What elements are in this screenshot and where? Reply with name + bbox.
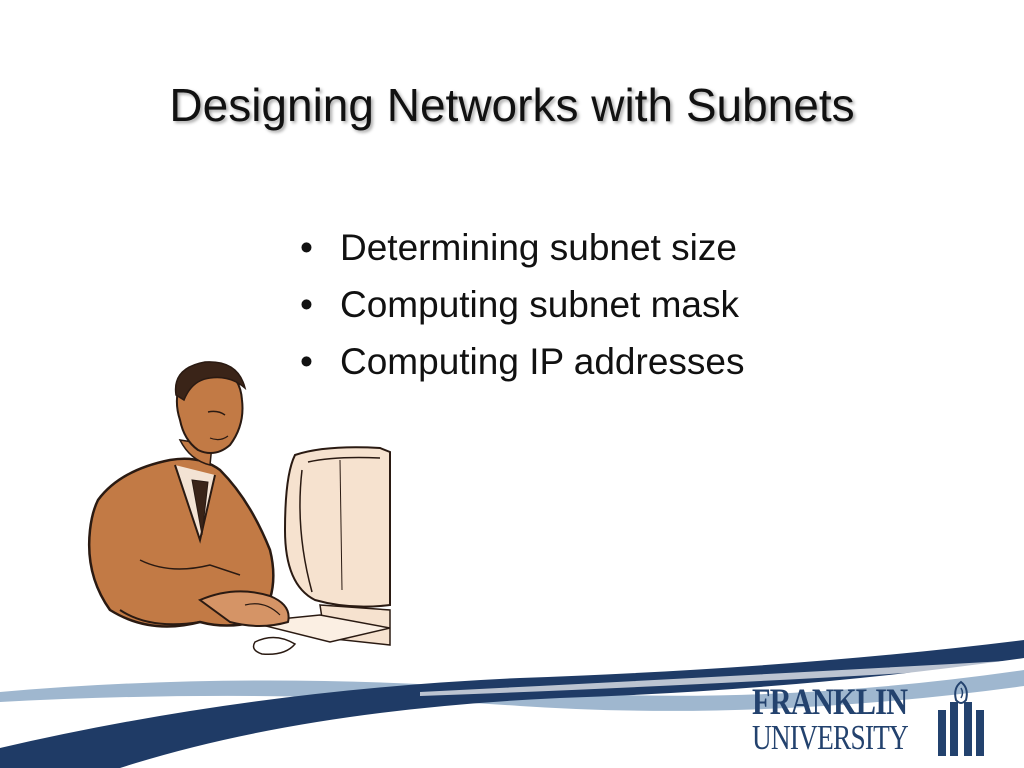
bullet-icon: • [300,227,313,268]
franklin-university-logo: FRANKLIN UNIVERSITY [752,680,992,760]
man-at-computer-clipart [87,361,391,656]
bullet-item: • Computing subnet mask [300,279,745,336]
man-figure [87,361,290,628]
logo-wordmark-bottom: UNIVERSITY [752,718,909,757]
bullet-item: • Determining subnet size [300,222,745,279]
logo-arch-icon [938,680,984,756]
monitor-icon [283,446,391,646]
logo-wordmark-top: FRANKLIN [752,682,908,723]
slide-title: Designing Networks with Subnets [169,79,855,131]
bullet-item: • Computing IP addresses [300,336,745,393]
bullet-text: Computing IP addresses [340,341,745,382]
bullet-list: • Determining subnet size • Computing subn… [300,222,745,393]
bullet-icon: • [300,341,313,382]
bullet-text: Determining subnet size [340,227,737,268]
bullet-text: Computing subnet mask [340,284,739,325]
mouse-icon [252,636,297,656]
decorative-swoosh [0,640,1024,768]
bullet-icon: • [300,284,313,325]
